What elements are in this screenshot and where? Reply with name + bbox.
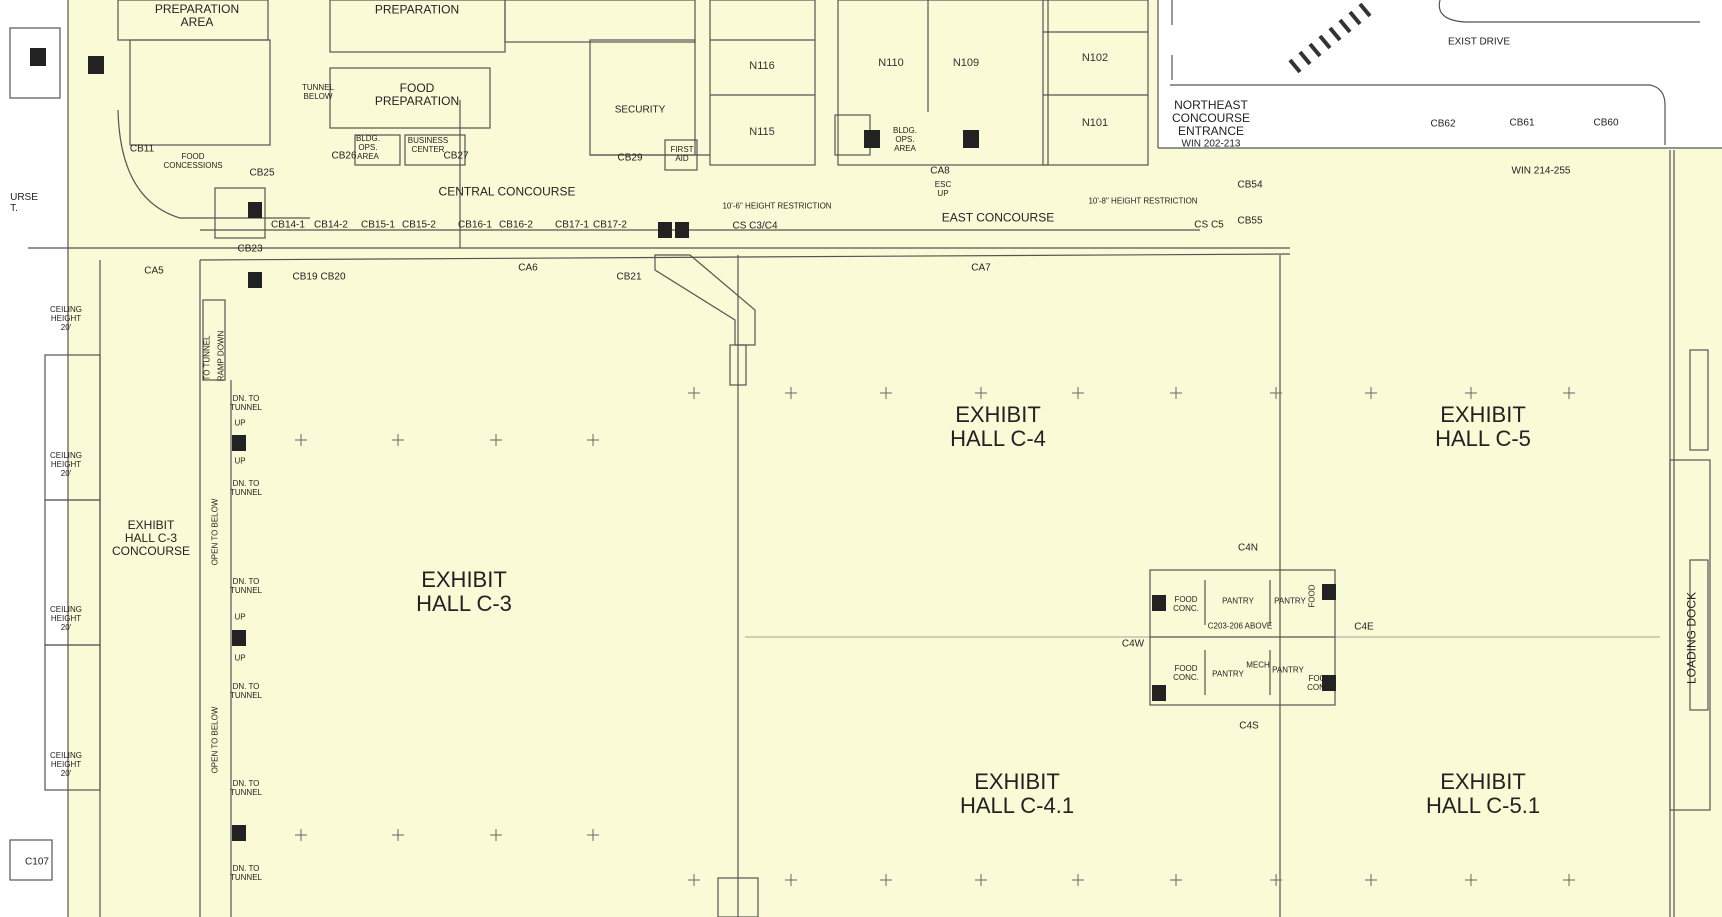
code-cb14-1: CB14-1 — [271, 219, 305, 231]
code-cb61: CB61 — [1509, 117, 1535, 129]
pantry-se: PANTRY — [1272, 665, 1304, 675]
code-cb23: CB23 — [237, 243, 263, 255]
code-cb55: CB55 — [1237, 215, 1263, 227]
open-below-label-2: OPEN TO BELOW — [210, 706, 220, 774]
code-cb15-1: CB15-1 — [361, 219, 395, 231]
code-cb21: CB21 — [616, 271, 642, 283]
code-cb14-2: CB14-2 — [314, 219, 348, 231]
code-c4w: C4W — [1121, 638, 1145, 650]
room-n115: N115 — [749, 125, 775, 138]
pantry-ne: PANTRY — [1274, 596, 1306, 606]
code-cb60: CB60 — [1593, 117, 1619, 129]
code-c4n: C4N — [1237, 542, 1259, 554]
code-ca5: CA5 — [144, 265, 164, 277]
open-below-label-1: OPEN TO BELOW — [210, 498, 220, 566]
to-tunnel-label: TO TUNNEL — [202, 335, 212, 381]
up-label-3: UP — [234, 612, 246, 622]
room-n116: N116 — [749, 59, 775, 72]
bldg-ops-label: BLDG.OPS.AREA — [355, 133, 381, 161]
bldg-ops-east-label: BLDG.OPS.AREA — [892, 125, 918, 153]
code-c4s: C4S — [1239, 720, 1259, 732]
code-cb26: CB26 — [331, 150, 357, 162]
room-n101: N101 — [1081, 116, 1109, 129]
pantry-sw: PANTRY — [1212, 669, 1244, 679]
height-restriction-1: 10'-6" HEIGHT RESTRICTION — [722, 201, 832, 211]
code-cb20: CB20 — [320, 271, 346, 283]
food-conc-ne: FOOD — [1307, 584, 1317, 608]
code-cs-c5: CS C5 — [1194, 219, 1224, 231]
c203-label: C203-206 ABOVE — [1207, 621, 1273, 631]
up-label-2: UP — [234, 456, 246, 466]
code-cb17-2: CB17-2 — [593, 219, 627, 231]
code-cb62: CB62 — [1430, 118, 1456, 130]
code-cb27: CB27 — [443, 150, 469, 162]
room-n102: N102 — [1081, 51, 1109, 64]
mech-label: MECH — [1246, 660, 1270, 670]
code-cb29: CB29 — [617, 152, 643, 164]
code-ca7: CA7 — [971, 262, 991, 274]
pantry-nw: PANTRY — [1222, 596, 1254, 606]
code-ca6: CA6 — [518, 262, 538, 274]
code-cb17-1: CB17-1 — [555, 219, 589, 231]
code-cb16-1: CB16-1 — [458, 219, 492, 231]
code-cb11: CB11 — [129, 143, 155, 155]
room-n109: N109 — [952, 56, 980, 69]
code-c4e: C4E — [1354, 621, 1374, 633]
up-label-1: UP — [234, 418, 246, 428]
up-label-4: UP — [234, 653, 246, 663]
room-c107: C107 — [25, 856, 49, 868]
loading-dock-label: LOADING DOCK — [1684, 591, 1699, 685]
win-214-255-label: WIN 214-255 — [1511, 165, 1571, 177]
height-restriction-2: 10'-8" HEIGHT RESTRICTION — [1088, 196, 1198, 206]
code-cb25: CB25 — [249, 167, 275, 179]
code-cb15-2: CB15-2 — [402, 219, 436, 231]
code-cs-c3c4: CS C3/C4 — [732, 220, 778, 232]
code-cb16-2: CB16-2 — [499, 219, 533, 231]
code-cb19: CB19 — [292, 271, 318, 283]
code-cb54: CB54 — [1237, 179, 1263, 191]
central-concourse-label: CENTRAL CONCOURSE — [438, 184, 576, 199]
east-concourse-label: EAST CONCOURSE — [941, 210, 1055, 225]
room-n110: N110 — [878, 56, 904, 69]
security-label: SECURITY — [614, 104, 666, 116]
code-ca8: CA8 — [930, 165, 950, 177]
exist-drive-label: EXIST DRIVE — [1447, 36, 1511, 48]
ramp-down-label: RAMP DOWN — [216, 330, 226, 382]
win-202-213-label: WIN 202-213 — [1181, 138, 1241, 150]
preparation-top-label: PREPARATION — [374, 2, 460, 17]
